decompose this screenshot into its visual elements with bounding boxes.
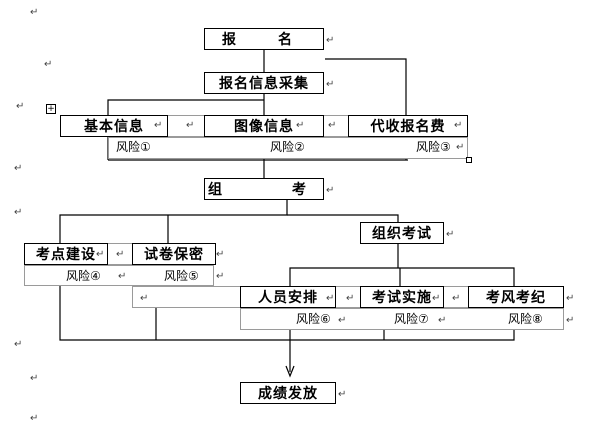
paragraph-mark-icon: ↵ (338, 315, 347, 326)
paragraph-mark-icon: ↵ (446, 229, 455, 240)
paragraph-mark-icon: ↵ (216, 271, 225, 282)
paragraph-mark-icon: ↵ (456, 142, 465, 153)
node-exam-organization: 组 考 (204, 178, 324, 200)
node-paper-secrecy: 试卷保密 (132, 243, 216, 265)
node-staff-arrangement: 人员安排 (240, 286, 336, 308)
connector-line (325, 58, 407, 116)
node-info-collection: 报名信息采集 (204, 72, 324, 94)
arrow-head (285, 365, 295, 378)
connector-line (287, 214, 399, 222)
table-move-handle-icon[interactable]: + (46, 104, 56, 114)
paragraph-mark-icon: ↵ (326, 185, 335, 196)
paragraph-mark-icon: ↵ (338, 389, 347, 400)
table-resize-handle-icon[interactable] (466, 157, 472, 163)
node-site-construction: 考点建设 (24, 243, 108, 265)
node-exam-implementation: 考试实施 (360, 286, 444, 308)
paragraph-mark-icon: ↵ (30, 373, 39, 384)
paragraph-mark-icon: ↵ (328, 120, 337, 131)
table-cell (108, 137, 468, 159)
paragraph-mark-icon: ↵ (118, 271, 127, 282)
risk-label-8: 风险⑧ (508, 312, 543, 326)
paragraph-mark-icon: ↵ (154, 120, 163, 131)
risk-label-2: 风险② (270, 140, 305, 154)
risk-label-7: 风险⑦ (394, 312, 429, 326)
paragraph-mark-icon: ↵ (296, 120, 305, 131)
risk-label-3: 风险③ (416, 140, 451, 154)
paragraph-mark-icon: ↵ (432, 293, 441, 304)
node-exam-discipline: 考风考纪 (468, 286, 564, 308)
paragraph-mark-icon: ↵ (346, 293, 355, 304)
table-cell (24, 265, 214, 286)
connector-line (289, 267, 515, 286)
paragraph-mark-icon: ↵ (326, 35, 335, 46)
paragraph-mark-icon: ↵ (452, 293, 461, 304)
risk-label-1: 风险① (116, 140, 151, 154)
paragraph-mark-icon: ↵ (216, 249, 225, 260)
paragraph-mark-icon: ↵ (14, 339, 23, 350)
paragraph-mark-icon: ↵ (96, 249, 105, 260)
paragraph-mark-icon: ↵ (16, 101, 25, 112)
paragraph-mark-icon: ↵ (14, 207, 23, 218)
paragraph-mark-icon: ↵ (566, 315, 575, 326)
connector-line (59, 200, 288, 244)
risk-label-6: 风险⑥ (296, 312, 331, 326)
connector-line (107, 99, 264, 116)
paragraph-mark-icon: ↵ (44, 59, 53, 70)
node-registration: 报 名 (204, 28, 324, 50)
paragraph-mark-icon: ↵ (30, 7, 39, 18)
node-basic-info: 基本信息 (60, 115, 168, 137)
risk-label-5: 风险⑤ (164, 269, 199, 283)
paragraph-mark-icon: ↵ (30, 413, 39, 424)
node-fee-collection: 代收报名费 (348, 115, 468, 137)
paragraph-mark-icon: ↵ (326, 79, 335, 90)
paragraph-mark-icon: ↵ (438, 315, 447, 326)
table-cell (240, 308, 564, 330)
paragraph-mark-icon: ↵ (14, 163, 23, 174)
paragraph-mark-icon: ↵ (326, 293, 335, 304)
paragraph-mark-icon: ↵ (140, 293, 149, 304)
node-image-info: 图像信息 (204, 115, 324, 137)
paragraph-mark-icon: ↵ (116, 249, 125, 260)
paragraph-mark-icon: ↵ (566, 293, 575, 304)
paragraph-mark-icon: ↵ (454, 120, 463, 131)
risk-label-4: 风险④ (66, 269, 101, 283)
node-score-release: 成绩发放 (240, 382, 336, 404)
node-exam-org-work: 组织考试 (360, 222, 444, 244)
paragraph-mark-icon: ↵ (186, 120, 195, 131)
